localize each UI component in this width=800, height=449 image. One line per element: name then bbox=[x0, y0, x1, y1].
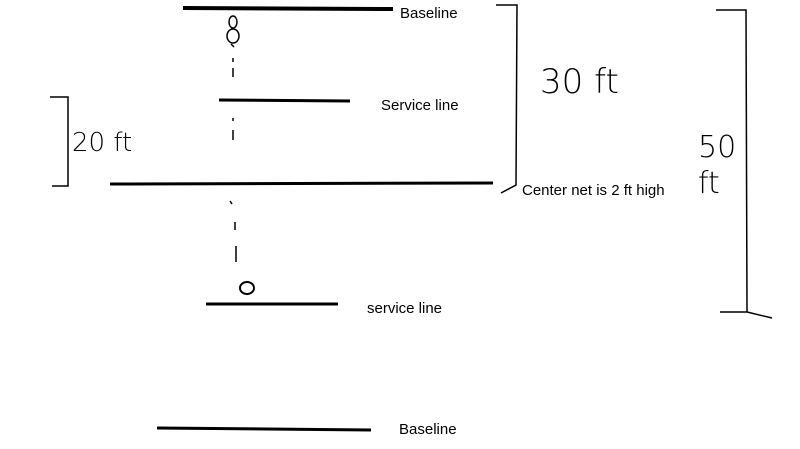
baseline-top-line bbox=[182, 6, 394, 11]
service-line-top-line bbox=[218, 98, 351, 103]
dashed-path bbox=[229, 58, 237, 262]
player-marker-bottom bbox=[239, 281, 255, 295]
center-net-label: Center net is 2 ft high bbox=[522, 182, 665, 199]
service-line-bottom-label: service line bbox=[367, 300, 443, 317]
center-net-line bbox=[109, 181, 494, 186]
baseline-top-label: Baseline bbox=[400, 5, 458, 22]
right-bracket-annotation: 50 ft bbox=[698, 130, 737, 201]
service-line-top-label: Service line bbox=[381, 97, 459, 114]
middle-bracket-annotation: 30 ft bbox=[540, 62, 619, 102]
left-bracket bbox=[50, 96, 69, 187]
baseline-bottom-line bbox=[156, 426, 372, 432]
left-bracket-annotation: 20 ft bbox=[72, 128, 133, 158]
player-marker-top bbox=[226, 15, 240, 48]
right-bracket bbox=[716, 9, 773, 319]
middle-bracket bbox=[496, 4, 518, 194]
baseline-bottom-label: Baseline bbox=[399, 421, 457, 438]
